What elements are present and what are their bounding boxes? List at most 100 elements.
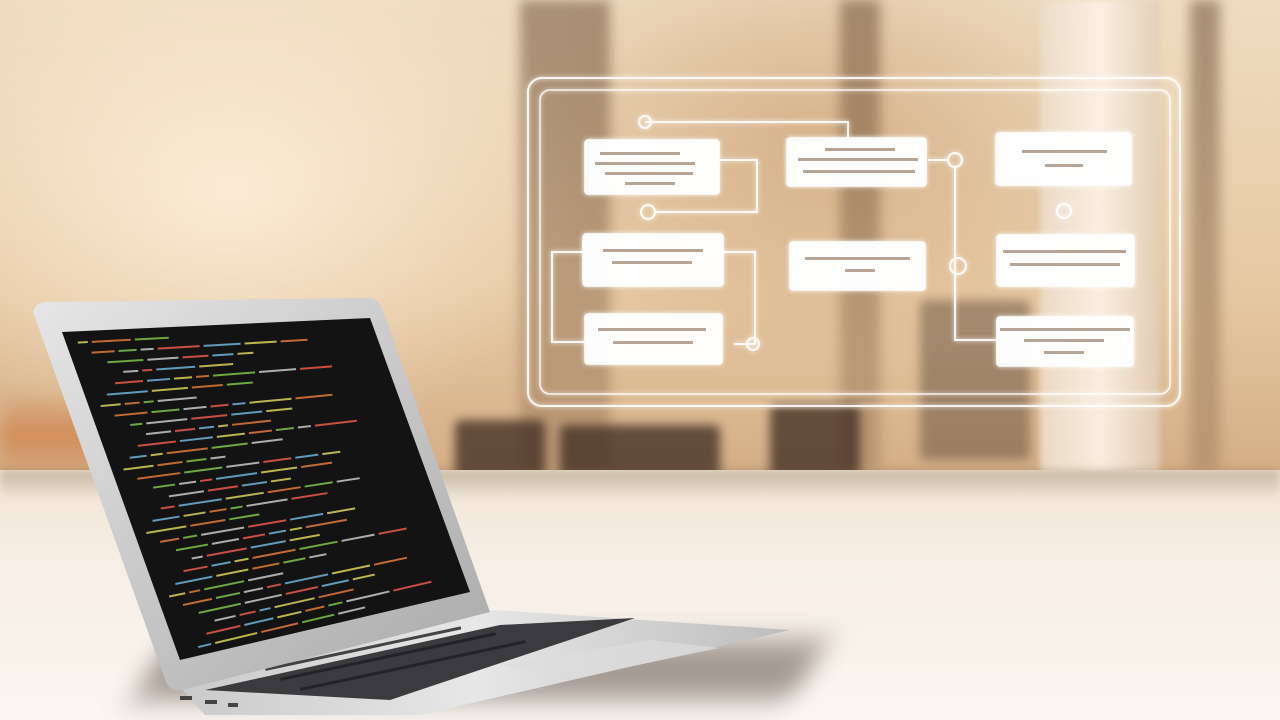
code-token <box>299 540 338 550</box>
code-token <box>206 547 247 557</box>
code-token <box>130 422 143 426</box>
code-token <box>143 400 154 404</box>
code-token <box>252 562 280 570</box>
code-token <box>246 498 288 507</box>
hologram-inner-frame <box>539 89 1171 395</box>
code-token <box>266 583 282 589</box>
code-token <box>206 624 241 635</box>
code-token <box>212 371 256 377</box>
code-token <box>266 407 293 413</box>
code-token <box>157 345 200 350</box>
code-token <box>291 492 328 500</box>
code-token <box>309 553 327 559</box>
code-token <box>210 403 229 408</box>
code-token <box>145 430 172 436</box>
code-token <box>258 368 297 374</box>
code-token <box>134 336 169 341</box>
code-token <box>114 380 144 385</box>
code-token <box>322 450 341 456</box>
code-token <box>248 429 272 435</box>
code-token <box>295 393 333 400</box>
code-token <box>174 427 196 432</box>
code-token <box>151 408 180 414</box>
code-token <box>199 363 234 368</box>
code-lines <box>77 336 432 649</box>
code-token <box>314 419 357 427</box>
flowchart-box <box>789 241 926 291</box>
code-token <box>267 486 301 494</box>
trackpad <box>500 640 720 678</box>
connector-line <box>551 251 585 343</box>
code-token <box>249 397 292 404</box>
code-token <box>231 410 263 416</box>
code-token <box>230 505 243 510</box>
code-token <box>147 356 179 361</box>
code-token <box>305 605 325 612</box>
code-token <box>207 485 239 492</box>
code-token <box>328 601 343 607</box>
code-token <box>159 537 180 543</box>
code-token <box>203 580 245 591</box>
code-token <box>114 411 148 417</box>
code-token <box>289 512 324 521</box>
code-token <box>259 607 271 612</box>
code-token <box>209 508 227 513</box>
code-token <box>284 573 329 585</box>
code-token <box>277 610 302 619</box>
code-token <box>239 610 256 616</box>
code-token <box>212 353 234 357</box>
code-token <box>178 480 197 485</box>
hologram-outer-frame <box>527 77 1181 407</box>
code-token <box>393 580 432 592</box>
code-token <box>214 614 236 622</box>
code-token <box>217 424 229 428</box>
code-token <box>160 505 175 510</box>
code-token <box>215 472 258 480</box>
code-token <box>211 538 240 545</box>
code-token <box>275 427 294 432</box>
connector-node <box>1056 203 1072 219</box>
code-token <box>203 342 241 347</box>
code-token <box>175 575 213 585</box>
code-token <box>199 478 213 483</box>
code-token <box>232 402 246 406</box>
flowchart-box <box>996 234 1135 287</box>
code-token <box>157 461 183 467</box>
code-token <box>226 461 260 468</box>
laptop-screen <box>62 318 470 660</box>
code-token <box>173 376 193 380</box>
connector-node <box>746 337 760 351</box>
connector-line <box>724 251 756 345</box>
code-token <box>150 452 163 457</box>
code-token <box>244 593 282 604</box>
code-token <box>244 340 277 345</box>
code-token <box>336 477 360 483</box>
code-token <box>331 564 371 575</box>
code-token <box>341 533 375 542</box>
code-token <box>124 401 140 405</box>
code-token <box>214 632 258 644</box>
code-token <box>182 597 213 606</box>
code-token <box>297 425 311 429</box>
code-token <box>244 617 274 626</box>
code-token <box>168 490 205 498</box>
code-token <box>270 477 292 483</box>
code-token <box>179 436 213 443</box>
flowchart-box <box>582 233 724 287</box>
code-token <box>301 613 335 624</box>
code-token <box>295 453 319 459</box>
code-token <box>188 589 201 594</box>
code-token <box>152 483 176 489</box>
keyboard-area <box>205 618 635 700</box>
connector-node <box>949 257 967 275</box>
code-token <box>237 351 254 355</box>
connector-line <box>655 159 758 213</box>
code-token <box>197 642 212 649</box>
code-token <box>242 533 266 540</box>
code-token <box>183 511 206 517</box>
window-frame <box>1190 0 1220 470</box>
code-token <box>100 403 121 408</box>
code-token <box>251 438 283 445</box>
code-token <box>182 354 209 359</box>
